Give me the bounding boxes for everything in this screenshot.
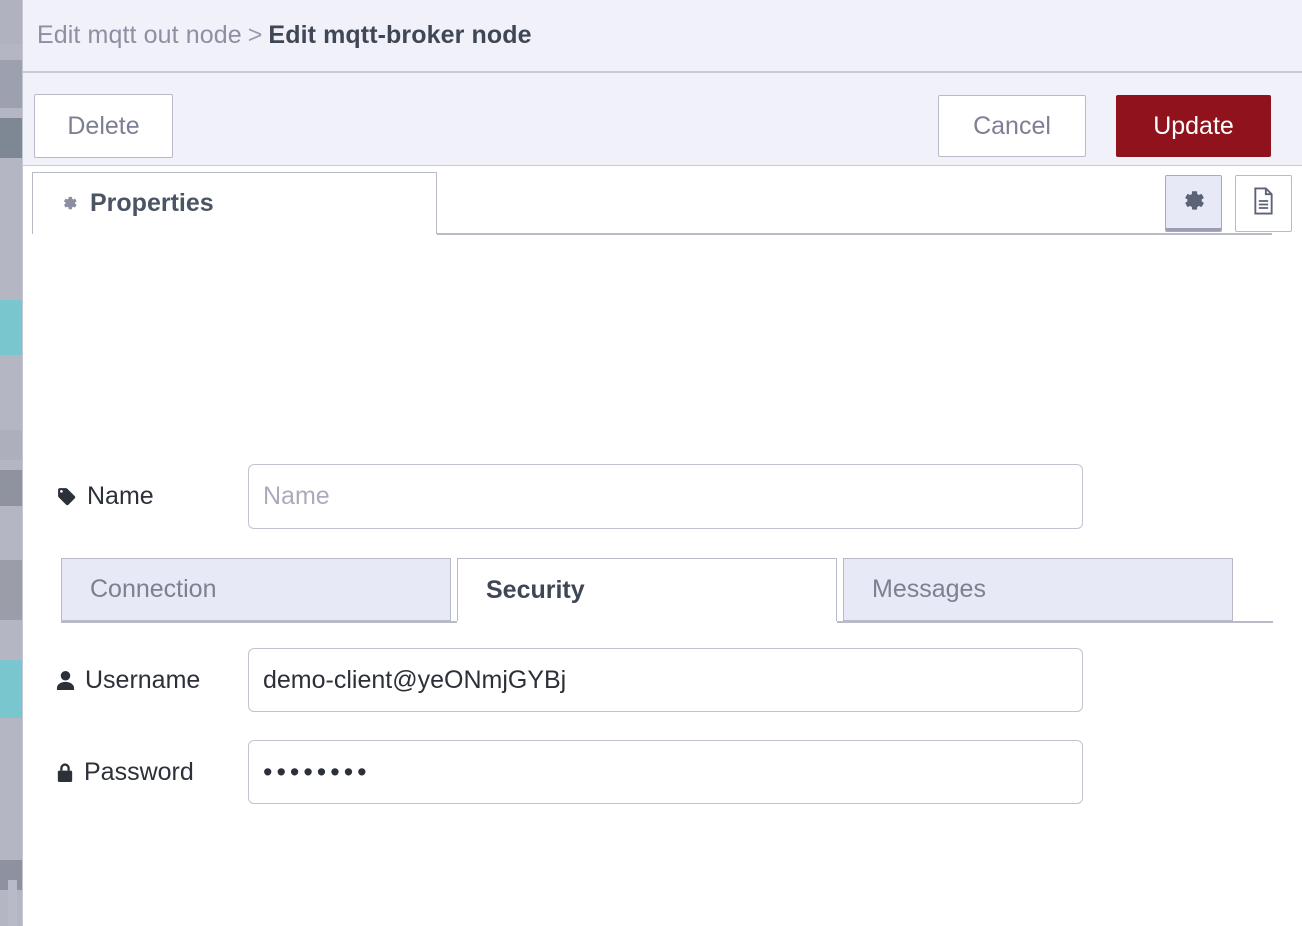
canvas-scrollbar[interactable] <box>8 880 17 926</box>
gear-icon <box>60 194 79 213</box>
breadcrumb-current: Edit mqtt-broker node <box>268 21 532 49</box>
edit-node-dialog: Edit mqtt out node>Edit mqtt-broker node… <box>22 0 1302 926</box>
name-field-label: Name <box>23 482 248 511</box>
backdrop-chip <box>0 660 22 718</box>
delete-button[interactable]: Delete <box>34 94 173 158</box>
tab-underline <box>437 233 1272 235</box>
breadcrumb: Edit mqtt out node>Edit mqtt-broker node <box>37 21 532 50</box>
password-field-label: Password <box>23 758 248 787</box>
backdrop-chip <box>0 430 22 460</box>
description-icon-button[interactable] <box>1235 175 1292 232</box>
dialog-action-bar: Delete Cancel Update <box>23 73 1302 166</box>
header-tools <box>1165 175 1292 232</box>
name-input[interactable] <box>248 464 1083 529</box>
backdrop-chip <box>0 560 22 620</box>
subtab-baseline-right <box>837 621 1273 623</box>
update-button[interactable]: Update <box>1116 95 1271 157</box>
form-row-name: Name <box>23 464 1083 529</box>
dialog-header: Edit mqtt out node>Edit mqtt-broker node <box>23 0 1302 73</box>
gear-icon <box>1181 188 1207 219</box>
subtab-connection[interactable]: Connection <box>61 558 451 621</box>
tab-properties[interactable]: Properties <box>32 172 437 234</box>
subtab-security[interactable]: Security <box>457 558 837 621</box>
password-input[interactable] <box>248 740 1083 804</box>
breadcrumb-parent[interactable]: Edit mqtt out node <box>37 21 242 49</box>
backdrop-chip <box>0 470 22 506</box>
gear-icon-button[interactable] <box>1165 175 1222 232</box>
username-field-label: Username <box>23 666 248 695</box>
tab-properties-label: Properties <box>90 189 214 217</box>
breadcrumb-separator: > <box>247 21 263 49</box>
backdrop-chip <box>0 118 22 158</box>
editor-canvas-backdrop <box>0 0 22 926</box>
backdrop-chip <box>0 60 22 108</box>
password-label-text: Password <box>84 757 194 786</box>
backdrop-chip <box>0 0 22 44</box>
user-icon <box>56 670 75 691</box>
form-row-username: Username <box>23 648 1083 712</box>
lock-icon <box>56 762 74 783</box>
tag-icon <box>56 486 77 507</box>
form-row-password: Password <box>23 740 1083 804</box>
subtab-messages[interactable]: Messages <box>843 558 1233 621</box>
cancel-button[interactable]: Cancel <box>938 95 1086 157</box>
subtab-strip: Connection Security Messages <box>23 558 1302 628</box>
description-icon <box>1251 187 1276 220</box>
username-input[interactable] <box>248 648 1083 712</box>
tab-strip: Properties <box>23 166 1302 235</box>
backdrop-chip <box>0 300 22 355</box>
subtab-baseline-left <box>61 621 457 623</box>
name-label-text: Name <box>87 482 154 510</box>
username-label-text: Username <box>85 665 201 694</box>
